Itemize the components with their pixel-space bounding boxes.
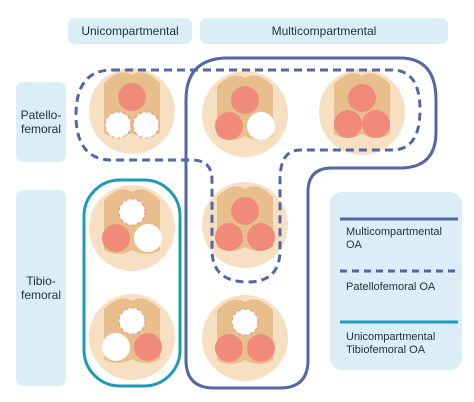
knee-tf-multi [202, 182, 288, 268]
multicompartmental-outline [184, 56, 438, 390]
legend-multi-label: Multicompartmental OA [346, 226, 442, 251]
knee-pf-uni [89, 68, 175, 154]
row-label-tibiofemoral: Tibio- femoral [16, 190, 66, 386]
knee-pf-multi-2 [319, 69, 405, 155]
row-label-patellofemoral-text: Patello- femoral [20, 108, 62, 136]
knee-pf-multi-1 [202, 71, 288, 157]
knee-tf-uni-1 [89, 185, 175, 271]
legend-pf-label: Patellofemoral OA [346, 281, 436, 293]
knee-tf-multi-2 [202, 295, 288, 381]
patellofemoral-dashed-outline [74, 68, 422, 284]
row-label-tibiofemoral-text: Tibio- femoral [20, 274, 61, 302]
header-multicompartmental: Multicompartmental [200, 18, 448, 44]
row-label-patellofemoral: Patello- femoral [16, 82, 66, 162]
legend-box [330, 192, 462, 370]
knee-tf-uni-2 [89, 294, 175, 380]
unicompartmental-outline [82, 178, 182, 388]
legend-uni-label: Unicompartmental Tibiofemoral OA [346, 331, 436, 356]
header-unicompartmental: Unicompartmental [68, 18, 192, 44]
